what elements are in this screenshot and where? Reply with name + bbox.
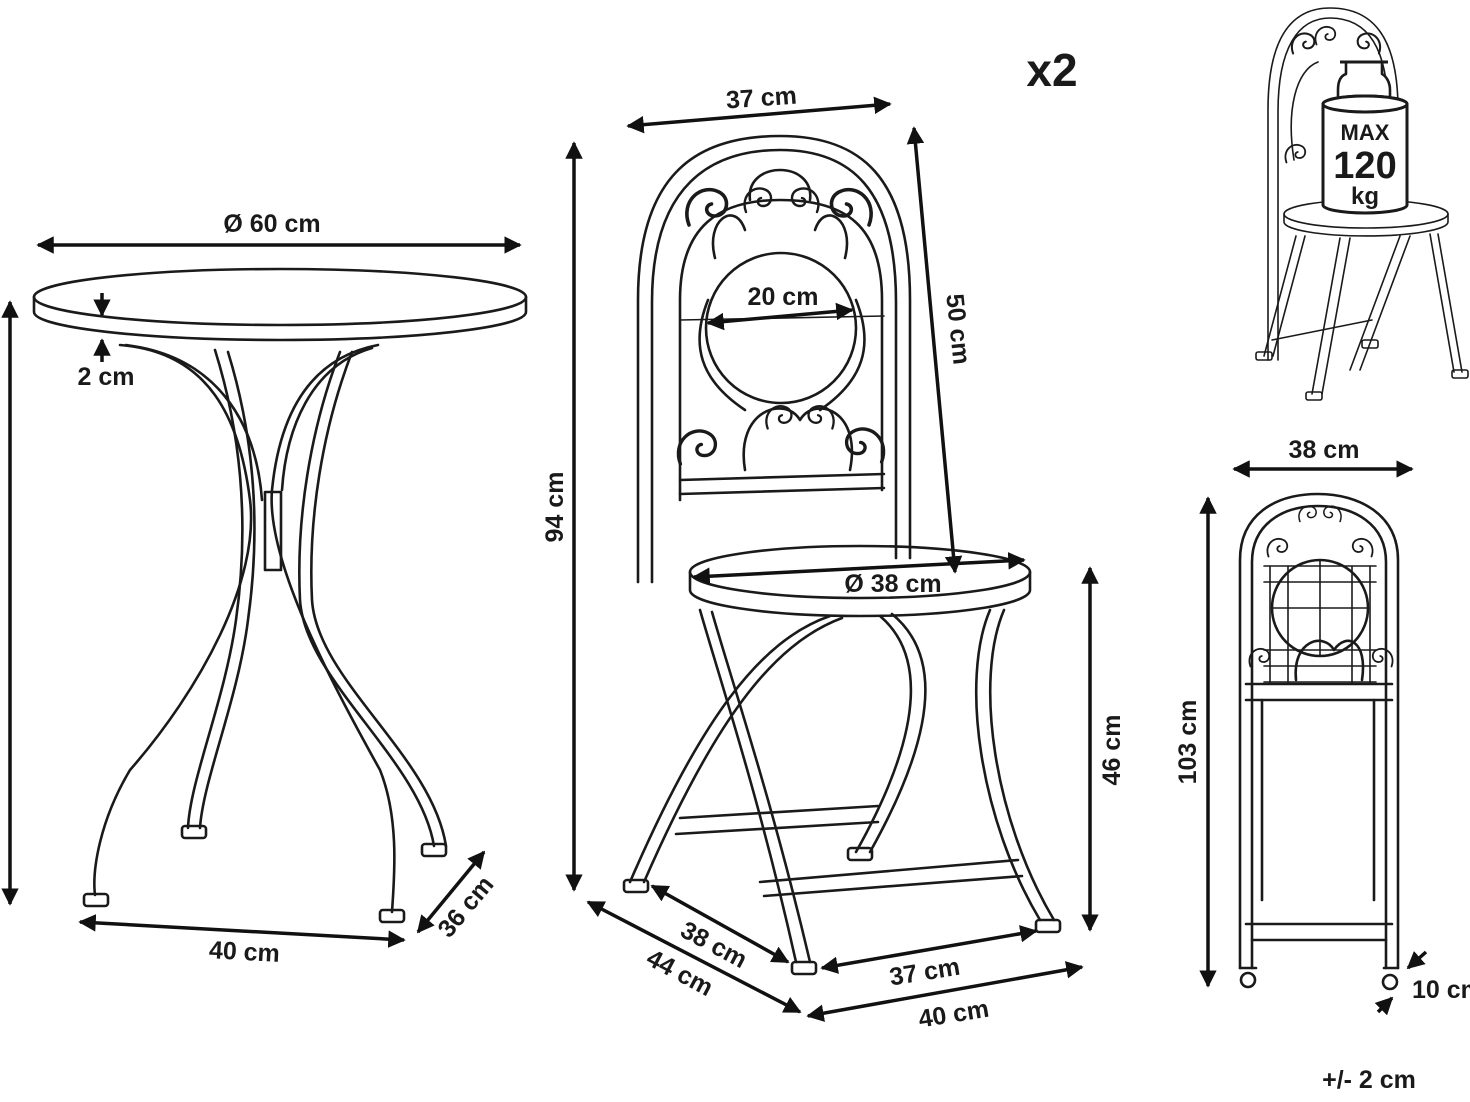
chair-back-width-label: 37 cm <box>725 82 798 115</box>
chair-back-height-label: 50 cm <box>940 292 975 365</box>
seat-diameter-label: Ø 38 cm <box>844 570 941 598</box>
folded-depth-arrow-top <box>1406 950 1428 970</box>
table-width-arrow <box>78 914 406 948</box>
bistro-chair-drawing <box>622 134 1062 976</box>
bistro-table-drawing <box>32 267 528 924</box>
table-depth-label: 36 cm <box>432 871 499 943</box>
chair-back-height-arrow <box>906 126 963 574</box>
seat-height-label: 46 cm <box>1098 715 1126 786</box>
folded-chair-drawing <box>1238 492 1400 991</box>
medallion-diameter-arrow <box>706 302 854 331</box>
table-diameter-label: Ø 60 cm <box>223 210 320 238</box>
chair-base-width-arrow <box>806 961 1084 1022</box>
tolerance-note: +/- 2 cm <box>1322 1066 1416 1094</box>
table-dimensions: Ø 60 cm 2 cm 40 cm 36 cm <box>1 210 522 968</box>
chair-height-label: 94 cm <box>541 472 569 543</box>
folded-depth-arrow-bottom <box>1374 996 1394 1016</box>
chair-front-width-label: 37 cm <box>888 953 962 992</box>
seat-diameter-arrow <box>692 552 1026 585</box>
chair-base-depth-arrow <box>586 900 802 1014</box>
max-load-value: 120 <box>1333 145 1396 187</box>
table-thickness-label: 2 cm <box>78 363 135 391</box>
table-width-label: 40 cm <box>208 936 280 968</box>
table-depth-arrow <box>416 850 486 934</box>
max-load-illustration: MAX 120 kg <box>1255 7 1469 401</box>
max-load-unit: kg <box>1351 183 1379 210</box>
max-load-title: MAX <box>1341 120 1390 145</box>
chair-base-width-label: 40 cm <box>917 995 991 1034</box>
medallion-diameter-label: 20 cm <box>748 283 819 311</box>
folded-height-label: 103 cm <box>1174 700 1202 785</box>
folded-depth-label: 10 cm <box>1412 976 1470 1004</box>
folded-dimensions: 38 cm 103 cm 10 cm <box>1174 436 1470 1016</box>
quantity-label: x2 <box>1026 44 1077 96</box>
chair-back-width-arrow <box>626 96 892 134</box>
folded-width-label: 38 cm <box>1289 436 1360 464</box>
